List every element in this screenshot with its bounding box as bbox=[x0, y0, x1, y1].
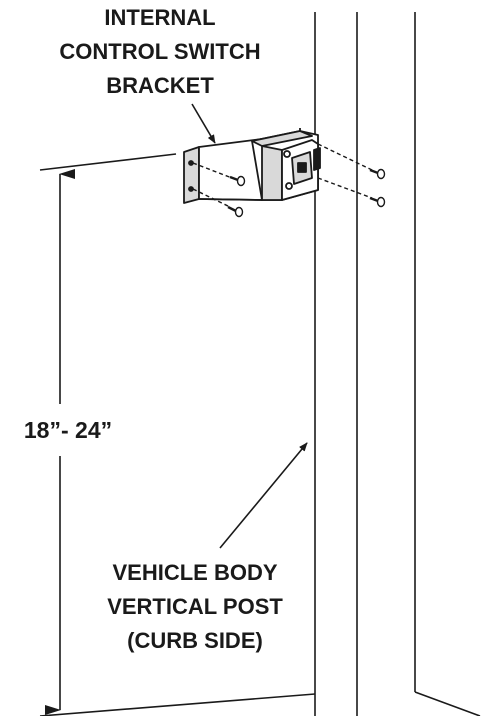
dimension-top-extension bbox=[39, 153, 177, 171]
screw-3 bbox=[369, 168, 386, 180]
bracket-label: INTERNAL CONTROL SWITCH BRACKET bbox=[59, 5, 260, 98]
post-leader-arrow bbox=[219, 442, 308, 549]
switch-box-left-face bbox=[261, 145, 283, 201]
bracket-plate-bottom-edge bbox=[198, 198, 263, 201]
switch-plunger-tip bbox=[297, 162, 307, 173]
bracket-label-line-1: INTERNAL bbox=[104, 5, 215, 30]
screw-1 bbox=[229, 175, 246, 187]
bracket-label-line-2: CONTROL SWITCH bbox=[59, 39, 260, 64]
post-label-line-1: VEHICLE BODY bbox=[112, 560, 277, 585]
control-switch-box bbox=[251, 128, 321, 201]
post-label: VEHICLE BODY VERTICAL POST (CURB SIDE) bbox=[107, 560, 283, 653]
bracket-hole-lower bbox=[188, 186, 194, 192]
dimension-label: 18”- 24” bbox=[24, 417, 112, 443]
screw-2 bbox=[227, 205, 244, 218]
bracket-hole-upper bbox=[188, 160, 194, 166]
bracket-plate-side bbox=[183, 146, 200, 204]
switch-mount-hole-upper bbox=[283, 150, 291, 158]
switch-bracket-clip bbox=[313, 147, 321, 171]
screw-guide-4 bbox=[317, 177, 373, 199]
bracket-leader-arrow bbox=[191, 103, 216, 144]
bracket-plate bbox=[183, 138, 263, 204]
vertical-post bbox=[39, 12, 481, 716]
post-label-line-3: (CURB SIDE) bbox=[127, 628, 263, 653]
bracket-label-line-3: BRACKET bbox=[106, 73, 214, 98]
floor-line-left bbox=[39, 693, 316, 716]
post-label-line-2: VERTICAL POST bbox=[107, 594, 283, 619]
switch-box-top bbox=[251, 130, 313, 147]
floor-line-right bbox=[414, 691, 481, 716]
screw-guide-3 bbox=[317, 143, 373, 171]
dimension-marker bbox=[39, 153, 177, 715]
screw-4 bbox=[369, 196, 386, 208]
switch-mount-hole-lower bbox=[285, 182, 293, 190]
fasteners bbox=[192, 143, 386, 218]
